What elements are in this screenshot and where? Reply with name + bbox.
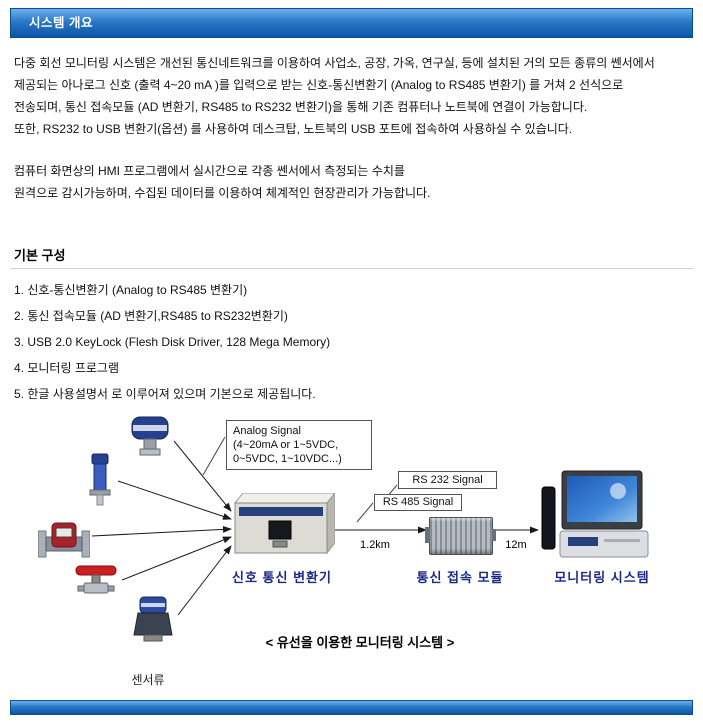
hmi-paragraph: 컴퓨터 화면상의 HMI 프로그램에서 실시간으로 각종 쎈서에서 측정되는 수… bbox=[14, 160, 702, 204]
header-bar: 시스템 개요 bbox=[10, 8, 693, 38]
list-item-2: 2. 통신 접속모듈 (AD 변환기,RS485 to RS232변환기) bbox=[14, 309, 288, 323]
distance-module-pc: 12m bbox=[505, 539, 527, 551]
intro-line-4: 또한, RS232 to USB 변환기(옵션) 를 사용하여 데스크탑, 노트… bbox=[14, 122, 573, 136]
footer-bar bbox=[10, 700, 693, 715]
analog-signal-callout: Analog Signal (4~20mA or 1~5VDC, 0~5VDC,… bbox=[226, 420, 372, 470]
monitoring-system-label: 모니터링 시스템 bbox=[554, 570, 650, 585]
flow-meter-icon bbox=[37, 515, 91, 568]
analog-callout-line-1: Analog Signal bbox=[233, 425, 301, 437]
intro-line-1: 다중 회선 모니터링 시스템은 개선된 통신네트워크를 이용하여 사업소, 공장… bbox=[14, 56, 655, 70]
intro-line-2: 제공되는 아나로그 신호 (출력 4~20 mA )를 입력으로 받는 신호-통… bbox=[14, 78, 624, 92]
signal-converter-device bbox=[231, 491, 337, 562]
distance-converter-module: 1.2km bbox=[360, 539, 390, 551]
intro-line-3: 전송되며, 통신 접속모듈 (AD 변환기, RS485 to RS232 변환… bbox=[14, 100, 588, 114]
list-item-4: 4. 모니터링 프로그램 bbox=[14, 361, 119, 375]
section-title-basic-config: 기본 구성 bbox=[14, 248, 66, 263]
list-item-1: 1. 신호-통신변환기 (Analog to RS485 변환기) bbox=[14, 283, 248, 297]
intro-paragraph: 다중 회선 모니터링 시스템은 개선된 통신네트워크를 이용하여 사업소, 공장… bbox=[14, 52, 702, 140]
comm-module-device bbox=[425, 517, 496, 555]
sensors-group-label: 센서류 bbox=[131, 673, 165, 687]
diagram-caption: < 유선을 이용한 모니터링 시스템 > bbox=[265, 635, 455, 650]
list-item-3: 3. USB 2.0 KeyLock (Flesh Disk Driver, 1… bbox=[14, 335, 331, 349]
page-title: 시스템 개요 bbox=[29, 16, 93, 30]
analog-callout-line-2: (4~20mA or 1~5VDC, bbox=[233, 439, 339, 451]
pressure-transmitter-icon bbox=[128, 415, 172, 464]
hmi-line-2: 원격으로 감시가능하며, 수집된 데이터를 이용하여 체계적인 현장관리가 가능… bbox=[14, 186, 431, 200]
list-item-5: 5. 한글 사용설명서 로 이루어져 있으며 기본으로 제공됩니다. bbox=[14, 387, 316, 401]
hmi-line-1: 컴퓨터 화면상의 HMI 프로그램에서 실시간으로 각종 쎈서에서 측정되는 수… bbox=[14, 164, 405, 178]
wired-system-diagram: Analog Signal (4~20mA or 1~5VDC, 0~5VDC,… bbox=[0, 405, 703, 705]
level-sensor-icon bbox=[84, 452, 116, 511]
analog-callout-line-3: 0~5VDC, 1~10VDC...) bbox=[233, 453, 342, 465]
valve-icon bbox=[74, 562, 120, 605]
rs485-signal-label: RS 485 Signal bbox=[374, 494, 462, 511]
section-divider bbox=[10, 268, 693, 269]
converter-label: 신호 통신 변환기 bbox=[232, 570, 332, 585]
rs232-signal-label: RS 232 Signal bbox=[398, 471, 497, 489]
diagram-arrow-lines bbox=[91, 436, 539, 616]
module-label: 통신 접속 모듈 bbox=[416, 570, 504, 585]
monitoring-pc-device bbox=[540, 469, 662, 568]
component-list: 1. 신호-통신변환기 (Analog to RS485 변환기) 2. 통신 … bbox=[14, 277, 702, 407]
temperature-sensor-icon bbox=[130, 595, 176, 648]
